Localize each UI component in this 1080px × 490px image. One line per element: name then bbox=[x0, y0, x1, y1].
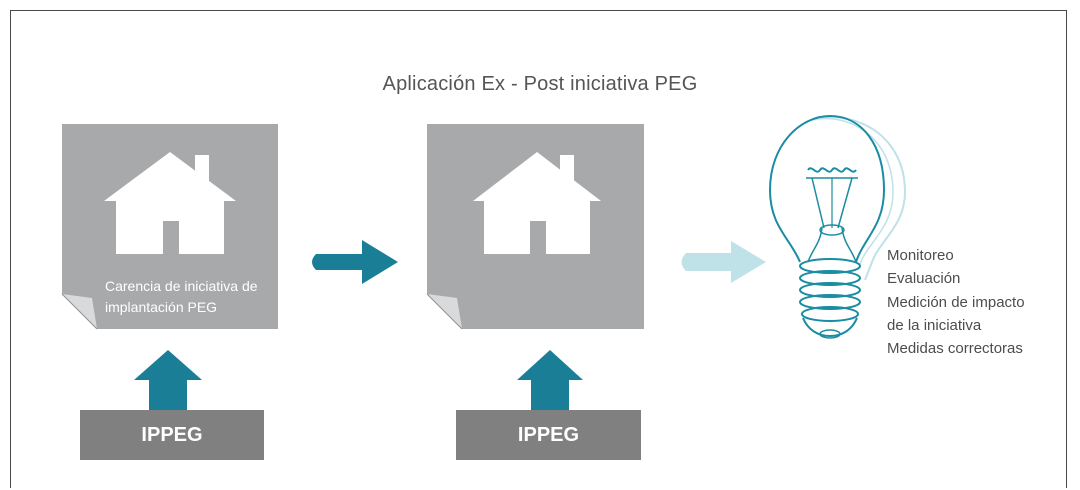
panel-caption: Carencia de iniciativa de implantación P… bbox=[105, 276, 258, 318]
light-bulb-icon bbox=[768, 114, 907, 339]
outcome-item: Medidas correctoras bbox=[887, 340, 1023, 358]
arrow-right-icon bbox=[312, 240, 398, 284]
house-icon bbox=[104, 152, 236, 254]
outcome-item: Monitoreo bbox=[887, 247, 954, 264]
panel-caption-line: Carencia de iniciativa de bbox=[105, 278, 258, 294]
diagram-title: Aplicación Ex - Post iniciativa PEG bbox=[382, 73, 698, 95]
arrow-right-light-icon bbox=[681, 241, 766, 283]
arrow-up-icon bbox=[134, 350, 202, 410]
panel-caption-line: implantación PEG bbox=[105, 299, 218, 315]
outcome-item: de la iniciativa bbox=[887, 316, 982, 334]
arrow-up-icon bbox=[517, 350, 583, 410]
outcome-item: Evaluación bbox=[887, 270, 961, 288]
house-icon bbox=[473, 152, 601, 254]
outcomes-list: Monitoreo Evaluación Medición de impacto… bbox=[887, 244, 1025, 360]
ippeg-box: IPPEG bbox=[456, 410, 641, 460]
ippeg-box: IPPEG bbox=[80, 410, 264, 460]
outcome-item: Medición de impacto bbox=[887, 293, 1025, 311]
